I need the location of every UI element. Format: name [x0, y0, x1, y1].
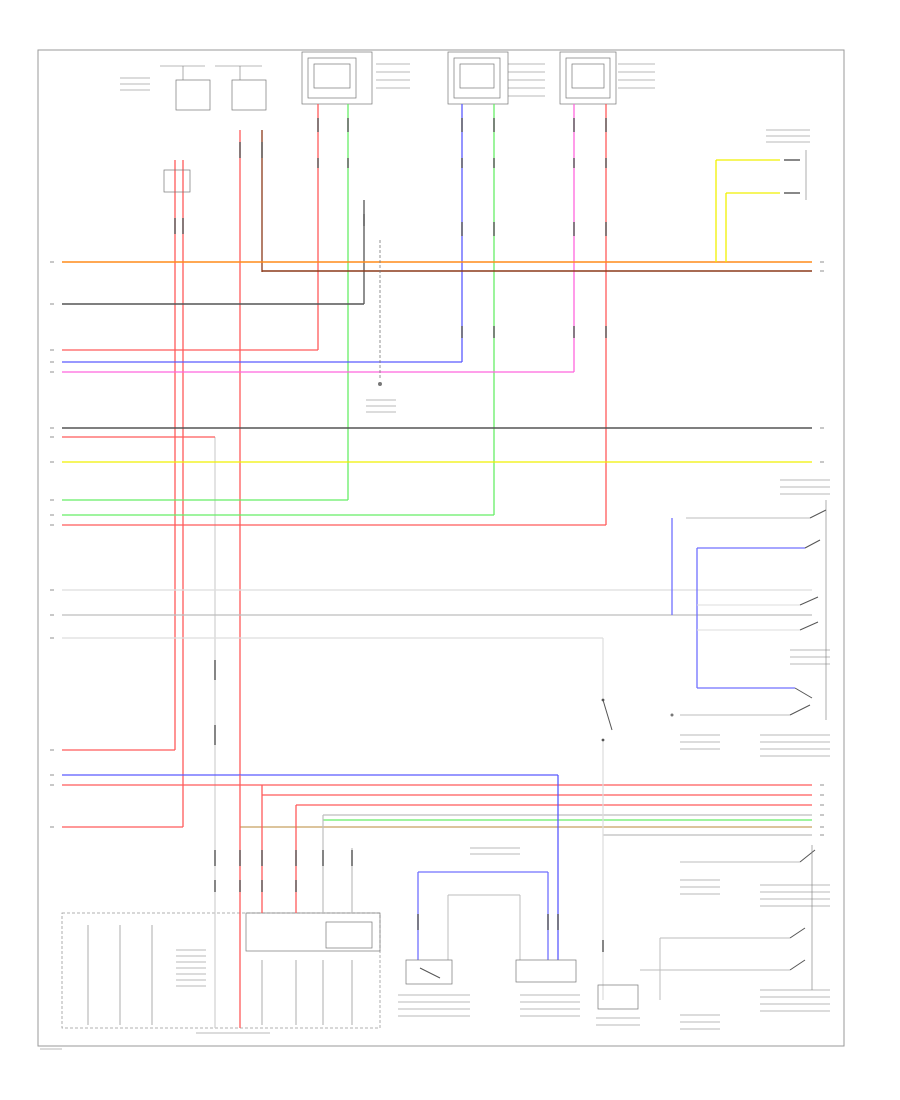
top-relay-block-2 — [447, 51, 545, 105]
center-bottom-switch — [398, 775, 580, 1017]
right-pin-ticks — [820, 261, 824, 836]
ground-point — [366, 240, 396, 413]
right-switch-cluster — [670, 479, 830, 757]
left-pin-ticks — [50, 261, 54, 828]
diagram-frame — [37, 49, 845, 1047]
center-right-switch — [601, 638, 613, 1000]
top-relay-block-3 — [559, 51, 655, 105]
horizontal-wires — [62, 261, 812, 836]
top-relay-block-1 — [301, 51, 410, 105]
combination-meter — [61, 775, 381, 1034]
lower-right-switches — [596, 845, 830, 1030]
drop-connector-pins — [317, 118, 607, 338]
right-upper-sensor — [715, 129, 810, 262]
top-left-relay-group — [120, 65, 267, 111]
left-switch-drops — [163, 130, 263, 900]
